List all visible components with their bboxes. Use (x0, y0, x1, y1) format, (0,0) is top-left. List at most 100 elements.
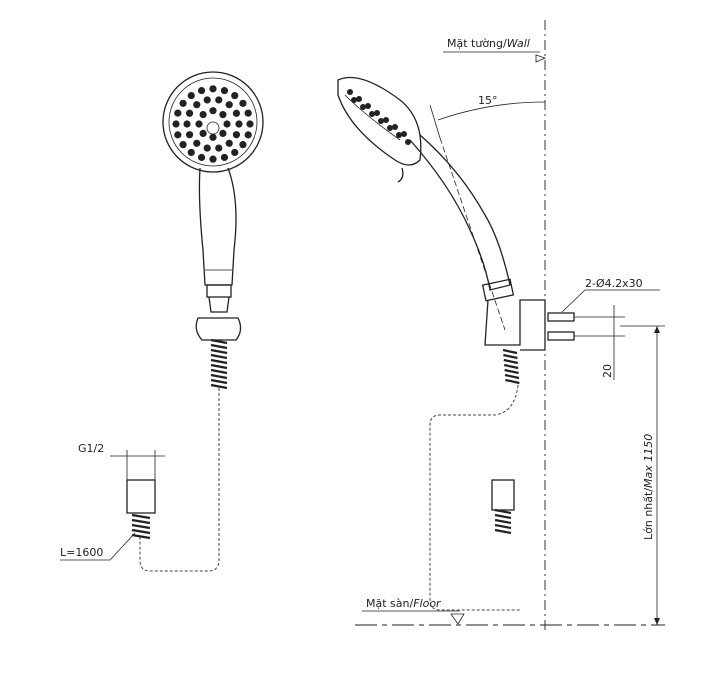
spiral-ring (131, 533, 151, 540)
nozzle (244, 131, 252, 139)
spiral-ring (503, 353, 518, 360)
nozzle (239, 141, 247, 149)
spiral-ring (503, 363, 519, 370)
nozzle (209, 155, 217, 163)
spiral-ring (210, 338, 228, 345)
nozzle (197, 153, 206, 162)
nozzle (193, 139, 201, 147)
nozzle (365, 103, 371, 109)
nozzle (209, 133, 217, 141)
nozzle (405, 139, 411, 145)
nozzle (383, 117, 389, 123)
screw-spec-label: 2-Ø4.2x30 (585, 277, 643, 290)
side-view: Mặt tường/Wall 15° 2-Ø4.2x30 20 (337, 20, 665, 630)
nozzle (203, 144, 211, 152)
nozzle (219, 110, 227, 119)
nozzle (401, 131, 407, 137)
thread-label: G1/2 (78, 442, 104, 455)
spiral-ring (210, 343, 228, 350)
spiral-ring (504, 373, 520, 380)
nozzle (244, 109, 252, 117)
nozzle (199, 110, 207, 119)
nozzle (174, 109, 182, 117)
nozzle (246, 120, 254, 128)
nozzle (374, 110, 380, 116)
nozzle (183, 120, 191, 128)
spiral-ring (502, 348, 518, 355)
nozzle (187, 148, 195, 157)
floor-label: Mặt sàn/Floor (366, 597, 442, 610)
nozzle (387, 125, 393, 131)
nozzle (231, 91, 239, 100)
nozzle (187, 91, 195, 100)
nozzle (193, 101, 201, 109)
nozzle (179, 99, 187, 107)
hose-length-label: L=1600 (60, 546, 103, 559)
nozzle (172, 120, 180, 128)
spiral-ring (210, 358, 228, 365)
nozzle (232, 109, 241, 117)
nozzle (378, 118, 384, 124)
nozzle (231, 148, 239, 157)
nozzle (232, 131, 241, 139)
nozzle (220, 153, 229, 162)
connector-spiral-side (494, 508, 512, 535)
spiral-ring (210, 373, 228, 380)
nozzle (369, 111, 375, 117)
spiral-ring (505, 378, 520, 385)
spiral-ring (494, 528, 512, 535)
spiral-ring (504, 368, 519, 375)
nozzle (197, 86, 206, 95)
nozzle (185, 109, 194, 117)
spiral-ring (131, 513, 151, 520)
spiral-ring (494, 508, 512, 515)
spiral-ring (494, 518, 512, 525)
connector-spiral (131, 513, 151, 540)
spiral-ring (210, 363, 228, 370)
spiral-ring (131, 518, 151, 525)
nozzle (347, 89, 353, 95)
angle-label: 15° (478, 94, 498, 107)
front-view: G1/2 L=1600 (60, 71, 264, 572)
spray-nozzles (172, 85, 254, 163)
nozzle (203, 96, 211, 104)
nozzle (195, 120, 203, 128)
nozzle (215, 96, 223, 104)
max-height-label: Lớn nhất/Max 1150 (642, 434, 655, 540)
nozzle (220, 86, 229, 95)
nozzle (356, 96, 362, 102)
nozzle (392, 124, 398, 130)
spiral-ring (210, 383, 228, 390)
spiral-ring (131, 523, 151, 530)
nozzle (396, 132, 402, 138)
nozzle (235, 120, 243, 128)
nozzle (239, 99, 247, 107)
spiral-ring (503, 358, 519, 365)
nozzle (225, 101, 233, 109)
spiral-ring (210, 348, 228, 355)
nozzle (179, 141, 187, 149)
screws (547, 312, 625, 341)
nozzle (225, 139, 233, 147)
spiral-ring (494, 513, 512, 520)
nozzle (360, 104, 366, 110)
hose-spiral (210, 338, 228, 390)
spiral-ring (210, 368, 228, 375)
spacing-label: 20 (601, 364, 614, 378)
nozzle (209, 107, 217, 115)
nozzle (209, 85, 217, 93)
spiral-ring (131, 528, 151, 535)
nozzle (219, 129, 227, 138)
nozzle (185, 131, 194, 139)
spiral-ring (210, 353, 228, 360)
nozzle (199, 129, 207, 138)
hose-spiral-side (502, 348, 520, 385)
spiral-ring (210, 378, 228, 385)
nozzle (215, 144, 223, 152)
spiral-ring (494, 523, 512, 530)
nozzle (174, 131, 182, 139)
nozzle (223, 120, 231, 128)
nozzle (351, 97, 357, 103)
